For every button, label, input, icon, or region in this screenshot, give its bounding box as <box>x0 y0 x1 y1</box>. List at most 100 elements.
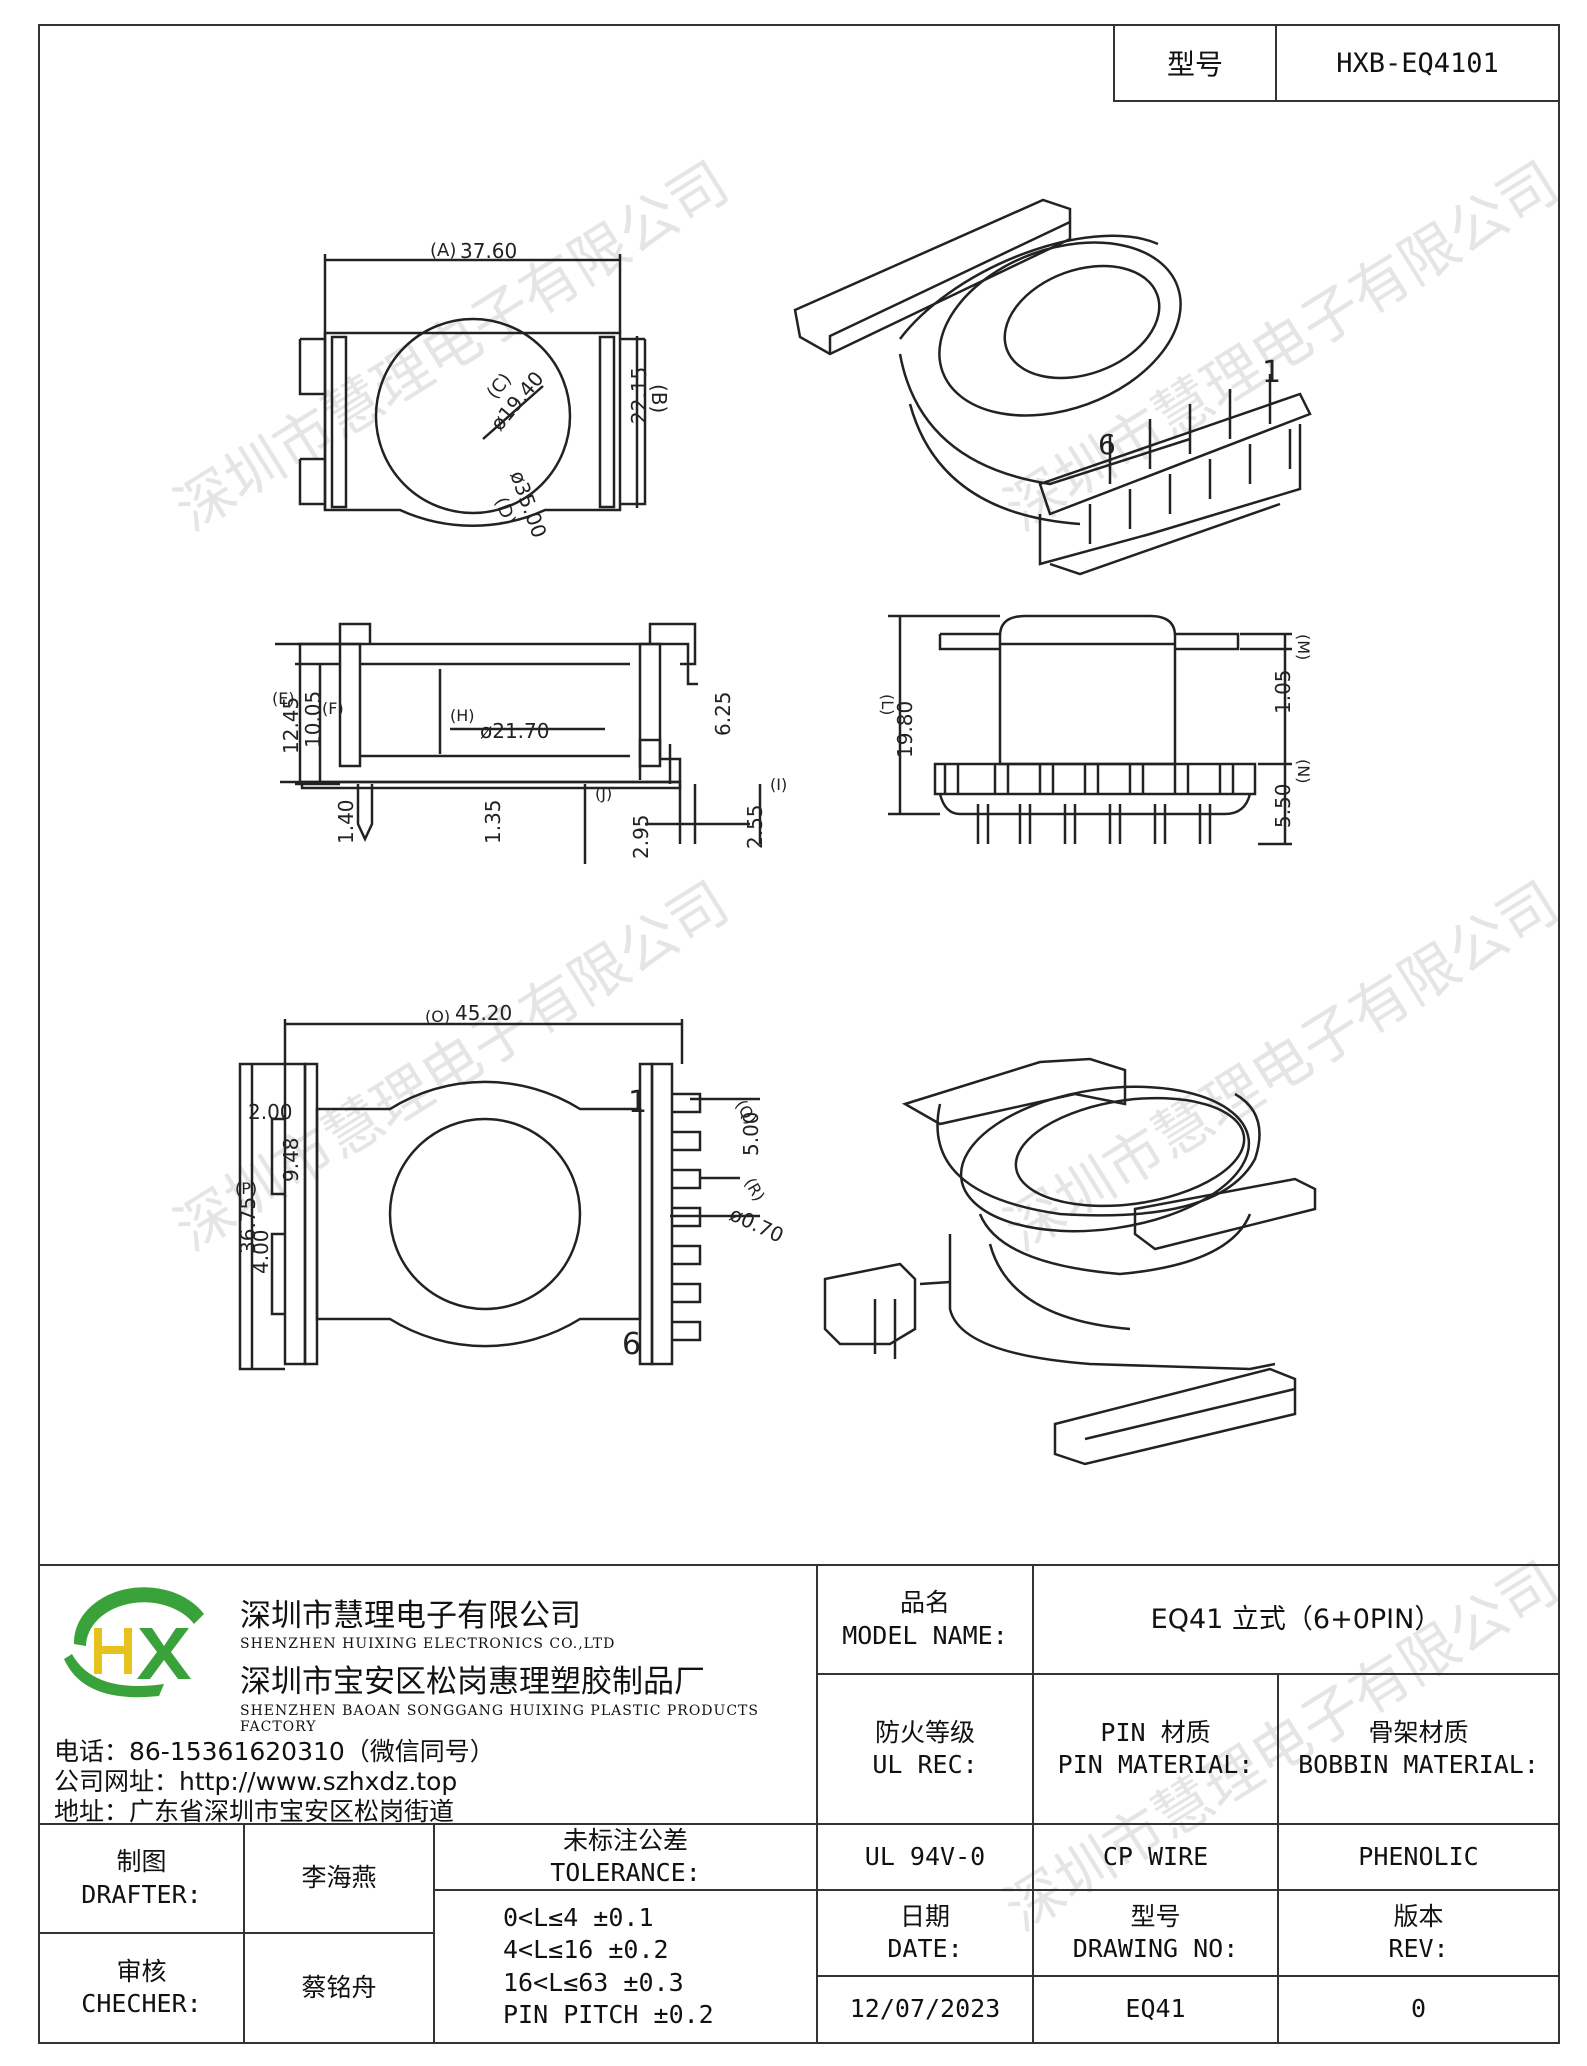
dim-I: (I) <box>770 775 787 794</box>
drafter-value: 李海燕 <box>243 1823 435 1934</box>
drawing-no-label-cn: 型号 <box>1130 1901 1181 1931</box>
dim-P-value: 36.75 <box>236 1197 260 1254</box>
dim-B: (B) <box>647 384 671 413</box>
model-value: HXB-EQ4101 <box>1336 47 1499 79</box>
tolerance-line: PIN PITCH ±0.2 <box>503 2000 714 2029</box>
factory-name-cn: 深圳市宝安区松岗惠理塑胶制品厂 <box>240 1664 705 1700</box>
tolerance-line: 0<L≤4 ±0.1 <box>503 1902 654 1932</box>
model-name-label: 品名 MODEL NAME: <box>816 1564 1034 1675</box>
dim-H: (H) <box>450 706 475 725</box>
company-address: 地址：广东省深圳市宝安区松岗街道 <box>54 1797 455 1826</box>
drawing-no-label: 型号 DRAWING NO: <box>1032 1889 1279 1977</box>
pin-material-label: PIN 材质 PIN MATERIAL: <box>1032 1673 1279 1825</box>
bobbin-material-value: PHENOLIC <box>1277 1823 1560 1891</box>
dim-I-value: 2.55 <box>743 804 767 849</box>
dim-R-value: ø0.70 <box>726 1202 788 1248</box>
dim-G-value: 6.25 <box>711 691 735 736</box>
dim-E: (E) <box>272 689 295 708</box>
checker-label-cn: 审核 <box>116 1956 167 1986</box>
model-name-label-en: MODEL NAME: <box>842 1620 1008 1650</box>
company-phone: 电话：86-15361620310（微信同号） <box>54 1737 495 1766</box>
bobbin-material-label-cn: 骨架材质 <box>1368 1717 1469 1747</box>
dim-B-value: 22.15 <box>627 367 651 424</box>
pin-material-value: CP WIRE <box>1032 1823 1279 1891</box>
tolerance-line: 16<L≤63 ±0.3 <box>503 1967 684 1997</box>
bottom-pin-6-label: 6 <box>622 1327 641 1362</box>
tolerance-label: 未标注公差 TOLERANCE: <box>433 1823 818 1891</box>
drawing-no-value: EQ41 <box>1032 1975 1279 2044</box>
dim-O: (O) <box>425 1007 450 1026</box>
rev-label: 版本 REV: <box>1277 1889 1560 1977</box>
ul-rec-label-cn: 防火等级 <box>874 1717 975 1747</box>
dim-N-value: 5.50 <box>1271 783 1295 828</box>
dim-Q-value: 5.00 <box>739 1111 763 1156</box>
dim-J-value: 2.95 <box>629 814 653 859</box>
model-name-label-cn: 品名 <box>899 1588 950 1617</box>
drawing-no-label-en: DRAWING NO: <box>1072 1934 1239 1963</box>
bottom-pin-1-label: 1 <box>628 1085 647 1120</box>
title-block: 深圳市慧理电子有限公司 SHENZHEN HUIXING ELECTRONICS… <box>38 1564 1560 2044</box>
drafter-label: 制图 DRAFTER: <box>38 1823 245 1934</box>
dim-O-value: 45.20 <box>455 1001 512 1025</box>
rev-label-cn: 版本 <box>1393 1901 1444 1931</box>
dim-M: (M) <box>1294 634 1313 660</box>
date-label-cn: 日期 <box>899 1901 950 1931</box>
tolerance-label-cn: 未标注公差 <box>562 1825 688 1855</box>
date-label: 日期 DATE: <box>816 1889 1034 1977</box>
model-number-box: 型号 HXB-EQ4101 <box>1113 24 1560 102</box>
model-label: 型号 <box>1115 26 1277 100</box>
rev-label-en: REV: <box>1388 1934 1449 1963</box>
date-value: 12/07/2023 <box>816 1975 1034 2044</box>
dim-H-value: ø21.70 <box>480 719 550 743</box>
ul-rec-value: UL 94V-0 <box>816 1823 1034 1891</box>
checker-label: 审核 CHECHER: <box>38 1932 245 2044</box>
dim-P: (P) <box>235 1179 257 1198</box>
tolerance-values: 0<L≤4 ±0.1 4<L≤16 ±0.2 16<L≤63 ±0.3 PIN … <box>433 1889 818 2044</box>
dim-R: (R) <box>741 1175 769 1205</box>
top-view: (A) 37.60 (B) 22.15 (C) ø19.40 (D) ø35.0… <box>298 239 671 541</box>
bottom-view: (O) 45.20 (P) 36.75 2.00 9.48 4.00 (Q) 5… <box>235 1001 788 1371</box>
drafter-label-en: DRAFTER: <box>81 1879 202 1909</box>
checker-value: 蔡铭舟 <box>243 1932 435 2044</box>
pin-material-label-cn: PIN 材质 <box>1100 1717 1211 1747</box>
isometric-view-top: 1 6 <box>793 198 1312 576</box>
pin-material-label-en: PIN MATERIAL: <box>1057 1750 1254 1779</box>
pin-6-label: 6 <box>1098 428 1116 461</box>
dim-F: (F) <box>322 699 344 718</box>
dim-L1-value: 1.40 <box>334 799 358 844</box>
company-info: 深圳市慧理电子有限公司 SHENZHEN HUIXING ELECTRONICS… <box>38 1564 818 1826</box>
dim-L: (L) <box>878 694 897 715</box>
bobbin-material-label-en: BOBBIN MATERIAL: <box>1298 1750 1539 1779</box>
pin-1-label: 1 <box>1262 355 1281 390</box>
dim-A-value: 37.60 <box>460 239 517 263</box>
isometric-view-bottom <box>823 1057 1317 1466</box>
checker-label-en: CHECHER: <box>81 1989 202 2018</box>
company-name-en: SHENZHEN HUIXING ELECTRONICS CO.,LTD <box>240 1636 616 1652</box>
ul-rec-label: 防火等级 UL REC: <box>816 1673 1034 1825</box>
side-view: (E) 12.45 (F) 10.05 (H) ø21.70 6.25 (I) … <box>272 622 787 864</box>
dim-L-value: 19.80 <box>893 701 917 758</box>
isometric-pins <box>1088 374 1292 544</box>
rev-value: 0 <box>1277 1975 1560 2044</box>
company-name-cn: 深圳市慧理电子有限公司 <box>240 1598 581 1634</box>
dim-S3-value: 4.00 <box>249 1229 273 1274</box>
drafter-label-cn: 制图 <box>116 1847 167 1876</box>
model-name-value: EQ41 立式（6+0PIN） <box>1032 1564 1560 1675</box>
date-label-en: DATE: <box>887 1934 963 1963</box>
dim-S2-value: 9.48 <box>279 1137 303 1182</box>
dim-K-value: 1.35 <box>481 799 505 844</box>
company-website: 公司网址：http://www.szhxdz.top <box>54 1767 458 1796</box>
dim-M-value: 1.05 <box>1271 669 1295 714</box>
technical-drawing: (A) 37.60 (B) 22.15 (C) ø19.40 (D) ø35.0… <box>235 198 1317 1466</box>
tolerance-label-en: TOLERANCE: <box>550 1858 701 1887</box>
dim-S1-value: 2.00 <box>248 1100 293 1124</box>
dim-J: (J) <box>595 784 612 803</box>
dim-E-value: 12.45 <box>279 697 303 754</box>
bobbin-material-label: 骨架材质 BOBBIN MATERIAL: <box>1277 1673 1560 1825</box>
tolerance-line: 4<L≤16 ±0.2 <box>503 1935 669 1964</box>
factory-name-en: SHENZHEN BAOAN SONGGANG HUIXING PLASTIC … <box>240 1703 759 1735</box>
front-view-pins <box>943 764 1235 844</box>
dim-N: (N) <box>1294 759 1313 783</box>
company-logo <box>64 1587 204 1698</box>
dim-A: (A) <box>430 240 456 261</box>
